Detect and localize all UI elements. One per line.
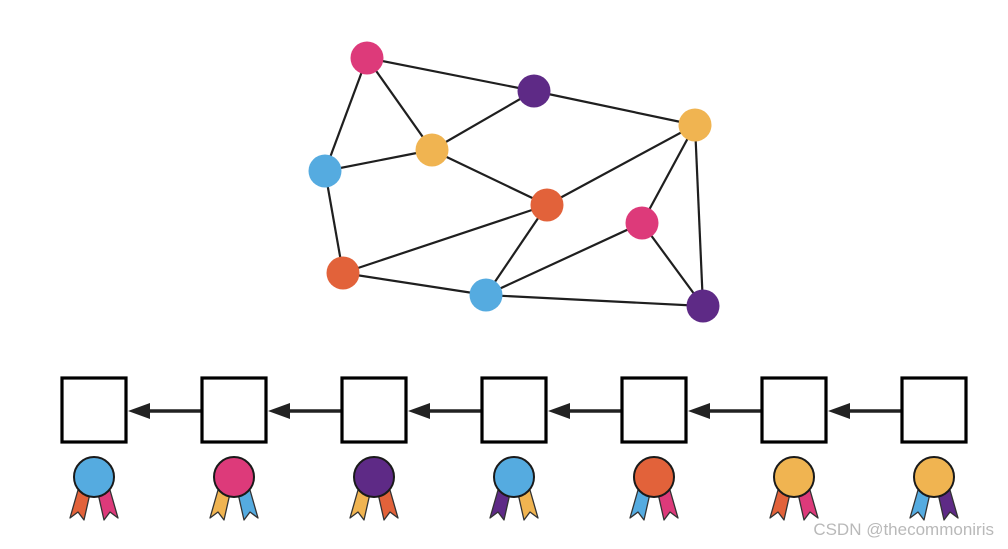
watermark-text: CSDN @thecommoniris [813, 520, 994, 539]
network-node [415, 133, 449, 167]
network-node [686, 289, 720, 323]
network-edge [546, 124, 696, 206]
network-node [308, 154, 342, 188]
network-edge [366, 57, 433, 151]
award-badge-icon [209, 456, 259, 521]
chain-block [200, 376, 268, 444]
network-node [517, 74, 551, 108]
network-edge [431, 90, 535, 151]
chain-blocks [60, 376, 968, 444]
chain-arrow-head [828, 403, 850, 419]
medal-circle [353, 456, 395, 498]
network-node [530, 188, 564, 222]
network-node [326, 256, 360, 290]
chain-block [60, 376, 128, 444]
chain-block [480, 376, 548, 444]
chain-block [900, 376, 968, 444]
award-badge-icon [629, 456, 679, 521]
network-node [350, 41, 384, 75]
network-edge [485, 293, 704, 308]
award-badge-icon [349, 456, 399, 521]
chain-arrows [128, 403, 901, 419]
network-node [625, 206, 659, 240]
chain-badges [69, 456, 959, 521]
award-badge-icon [909, 456, 959, 521]
network-edges [323, 56, 705, 308]
network-node [678, 108, 712, 142]
chain-block [340, 376, 408, 444]
network-nodes [308, 41, 720, 323]
network-edge [485, 222, 643, 296]
network-edge [693, 124, 705, 307]
award-badge-icon [69, 456, 119, 521]
network-node [469, 278, 503, 312]
chain-arrow-head [408, 403, 430, 419]
chain-arrow-head [548, 403, 570, 419]
chain-arrow-head [128, 403, 150, 419]
medal-circle [633, 456, 675, 498]
chain-arrow-head [688, 403, 710, 419]
network-edge [366, 56, 535, 93]
network-edge [485, 204, 548, 296]
award-badge-icon [489, 456, 539, 521]
medal-circle [213, 456, 255, 498]
medal-circle [773, 456, 815, 498]
network-edge [324, 148, 433, 173]
network-edge [533, 89, 696, 127]
network-edge [342, 203, 548, 275]
network-edge [641, 124, 696, 224]
network-edge [641, 222, 704, 307]
award-badge-icon [769, 456, 819, 521]
network-edge [323, 57, 369, 172]
network-edge [431, 149, 548, 206]
network-edge [342, 271, 487, 297]
network-edge [323, 170, 345, 274]
chain-block [760, 376, 828, 444]
chain-arrow-head [268, 403, 290, 419]
medal-circle [913, 456, 955, 498]
medal-circle [73, 456, 115, 498]
medal-circle [493, 456, 535, 498]
chain-block [620, 376, 688, 444]
